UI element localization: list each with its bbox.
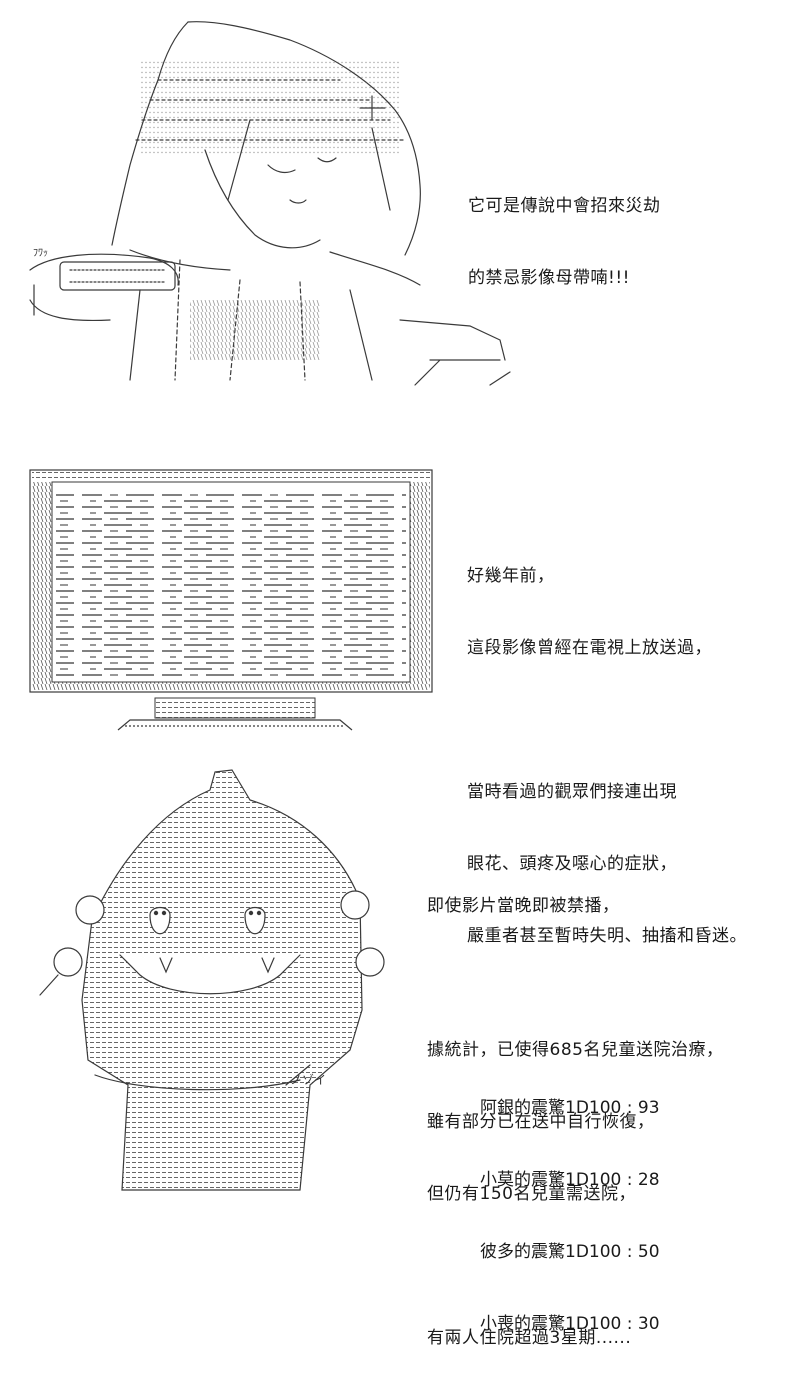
paragraph-gap	[427, 966, 723, 990]
paragraph-gap	[467, 708, 747, 732]
sfx-nozoi: ノゾイ	[290, 1073, 326, 1087]
dice-roll-xiaosang: 小喪的震驚1D100 : 30	[480, 1314, 660, 1334]
girl-holding-tape-illustration	[29, 21, 511, 386]
dice-roll-xiaomo: 小莫的震驚1D100 : 28	[480, 1170, 660, 1190]
narration-line: 據統計，已使得685名兒童送院治療，	[427, 1040, 724, 1060]
dice-roll-ayin: 阿銀的震驚1D100 : 93	[480, 1098, 660, 1118]
artwork-canvas: ﾌﾜｯ ノゾイ	[29, 21, 511, 1191]
narration-panel-2: 好幾年前， 這段影像曾經在電視上放送過， 當時看過的觀眾們接連出現 眼花、頭疼及…	[467, 516, 747, 972]
narration-line: 這段影像曾經在電視上放送過，	[467, 638, 712, 658]
narration-panel-1: 它可是傳說中會招來災劫 的禁忌影像母帶喃!!!	[468, 146, 661, 314]
dice-roll-biduo: 彼多的震驚1D100 : 50	[480, 1242, 660, 1262]
narration-line: 雖有部分已在送中自行恢復，	[427, 1112, 655, 1132]
television-illustration	[29, 469, 433, 731]
tv-static-screen	[56, 490, 406, 678]
narration-line: 嚴重者甚至暫時失明、抽搐和昏迷。	[467, 926, 747, 946]
narration-line: 的禁忌影像母帶喃!!!	[468, 268, 630, 288]
narration-line: 它可是傳說中會招來災劫	[468, 196, 661, 216]
round-character-illustration	[39, 769, 385, 1191]
narration-line: 好幾年前，	[467, 566, 555, 586]
sfx-fuwa: ﾌﾜｯ	[33, 248, 48, 259]
dice-roll-results: 阿銀的震驚1D100 : 93 小莫的震驚1D100 : 28 彼多的震驚1D1…	[480, 1048, 660, 1360]
narration-line: 但仍有150名兒童需送院，	[427, 1184, 636, 1204]
narration-line: 眼花、頭疼及噁心的症狀，	[467, 854, 677, 874]
narration-line: 當時看過的觀眾們接連出現	[467, 782, 677, 802]
narration-line: 即使影片當晚即被禁播，	[427, 896, 620, 916]
